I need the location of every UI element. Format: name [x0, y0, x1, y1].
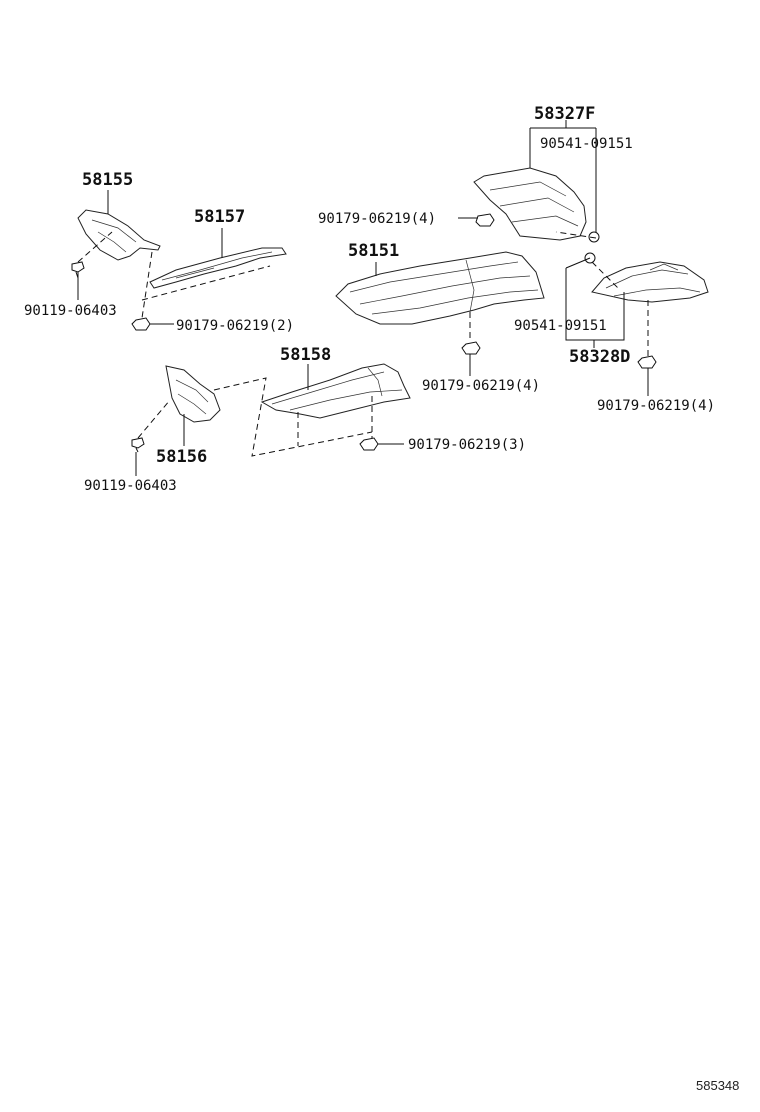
- part-58158-shape[interactable]: [260, 363, 411, 419]
- part-58328D-shape[interactable]: [591, 261, 709, 303]
- clip-58155-nut: [131, 317, 151, 331]
- label-90179-06219-4-a: 90179-06219(4): [318, 211, 436, 227]
- label-90541-09151-mid: 90541-09151: [514, 318, 607, 334]
- part-58151-shape[interactable]: [335, 251, 545, 325]
- bolt-lower-left: [131, 437, 145, 453]
- label-90179-06219-3: 90179-06219(3): [408, 437, 526, 453]
- label-58155: 58155: [82, 170, 133, 190]
- label-90541-09151-top: 90541-09151: [540, 136, 633, 152]
- label-90119-06403-a: 90119-06403: [24, 303, 117, 319]
- part-58327F-shape[interactable]: [473, 167, 587, 241]
- clip-58158-nut: [359, 437, 379, 451]
- clip-58327F-nut: [475, 213, 495, 227]
- label-58157: 58157: [194, 207, 245, 227]
- part-58155-shape[interactable]: [77, 209, 161, 261]
- part-58156-shape[interactable]: [165, 365, 221, 423]
- clip-58151-nut: [461, 341, 481, 355]
- clip-58328D-nut: [637, 355, 657, 369]
- label-90179-06219-4-c: 90179-06219(4): [597, 398, 715, 414]
- label-58151: 58151: [348, 241, 399, 261]
- label-90119-06403-b: 90119-06403: [84, 478, 177, 494]
- dashed-lines: [77, 231, 649, 457]
- label-90179-06219-2: 90179-06219(2): [176, 318, 294, 334]
- figure-reference-number: 585348: [696, 1078, 739, 1093]
- part-58157-shape[interactable]: [149, 247, 287, 289]
- clip-90541-top: [588, 231, 600, 243]
- label-58158: 58158: [280, 345, 331, 365]
- label-90179-06219-4-b: 90179-06219(4): [422, 378, 540, 394]
- label-58156: 58156: [156, 447, 207, 467]
- label-58328D: 58328D: [569, 347, 630, 367]
- label-58327F: 58327F: [534, 104, 595, 124]
- leader-lines: [77, 120, 649, 476]
